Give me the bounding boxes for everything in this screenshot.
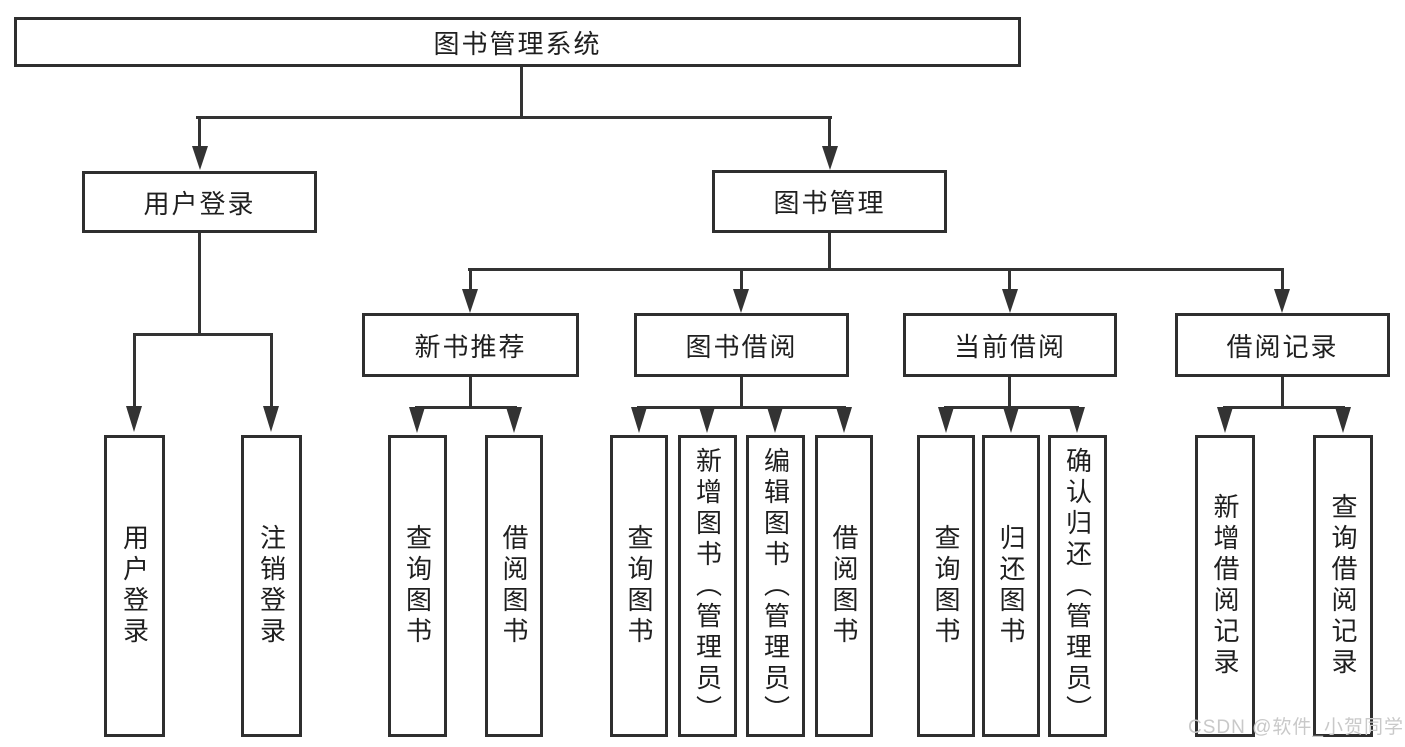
node-current-borrow: 当前借阅 [903, 313, 1117, 377]
connector-line [198, 116, 201, 148]
arrow-down-icon [733, 289, 749, 313]
connector-line [198, 232, 201, 335]
leaf-edit-book-admin: 编辑图书（管理员） [746, 435, 805, 737]
leaf-query-book: 查询图书 [610, 435, 668, 737]
leaf-label: 借阅图书 [829, 524, 859, 648]
arrow-down-icon [1335, 407, 1351, 433]
arrow-down-icon [1002, 289, 1018, 313]
arrow-down-icon [1003, 407, 1019, 433]
leaf-borrow-book: 借阅图书 [815, 435, 873, 737]
connector-line [1281, 377, 1284, 408]
connector-line [637, 406, 846, 409]
connector-line [196, 116, 832, 119]
leaf-logout: 注销登录 [241, 435, 302, 737]
arrow-down-icon [409, 407, 425, 433]
connector-line [1008, 377, 1011, 408]
connector-line [828, 232, 831, 270]
connector-line [469, 377, 472, 408]
connector-line [133, 333, 273, 336]
arrow-down-icon [192, 146, 208, 170]
leaf-add-book-admin: 新增图书（管理员） [678, 435, 737, 737]
leaf-label: 借阅图书 [499, 524, 529, 648]
leaf-label: 查询图书 [624, 524, 654, 648]
connector-line [520, 66, 523, 118]
leaf-add-borrow-record: 新增借阅记录 [1195, 435, 1255, 737]
connector-line [133, 333, 136, 407]
leaf-label: 新增借阅记录 [1210, 493, 1240, 679]
node-new-book-recommend: 新书推荐 [362, 313, 579, 377]
csdn-watermark: CSDN @软件_小贺同学 [1188, 717, 1404, 738]
arrow-down-icon [1069, 407, 1085, 433]
leaf-query-book: 查询图书 [917, 435, 975, 737]
arrow-down-icon [1274, 289, 1290, 313]
connector-line [1281, 268, 1284, 291]
connector-line [415, 406, 517, 409]
arrow-down-icon [631, 407, 647, 433]
connector-line [1008, 268, 1011, 291]
leaf-label: 查询借阅记录 [1328, 493, 1358, 679]
connector-line [270, 333, 273, 407]
connector-line [740, 377, 743, 408]
arrow-down-icon [1217, 407, 1233, 433]
leaf-label: 确认归还（管理员） [1062, 446, 1093, 726]
arrow-down-icon [767, 407, 783, 433]
leaf-label: 新增图书（管理员） [692, 446, 723, 726]
leaf-user-login: 用户登录 [104, 435, 165, 737]
connector-line [469, 268, 472, 291]
leaf-label: 查询图书 [931, 524, 961, 648]
arrow-down-icon [699, 407, 715, 433]
node-user-login: 用户登录 [82, 171, 317, 233]
arrow-down-icon [822, 146, 838, 170]
node-book-borrow: 图书借阅 [634, 313, 849, 377]
node-borrow-records: 借阅记录 [1175, 313, 1390, 377]
leaf-query-book: 查询图书 [388, 435, 447, 737]
connector-line [740, 268, 743, 291]
node-library-management-system: 图书管理系统 [14, 17, 1021, 67]
leaf-confirm-return-admin: 确认归还（管理员） [1048, 435, 1107, 737]
connector-line [828, 116, 831, 148]
leaf-return-book: 归还图书 [982, 435, 1040, 737]
arrow-down-icon [126, 406, 142, 432]
leaf-label: 编辑图书（管理员） [760, 446, 791, 726]
arrow-down-icon [462, 289, 478, 313]
arrow-down-icon [506, 407, 522, 433]
connector-line [468, 268, 1284, 271]
leaf-label: 用户登录 [119, 524, 150, 648]
leaf-label: 注销登录 [256, 524, 287, 648]
leaf-label: 查询图书 [402, 524, 433, 648]
node-book-management: 图书管理 [712, 170, 947, 233]
arrow-down-icon [836, 407, 852, 433]
connector-line [1223, 406, 1345, 409]
leaf-label: 归还图书 [996, 524, 1026, 648]
arrow-down-icon [938, 407, 954, 433]
leaf-query-borrow-record: 查询借阅记录 [1313, 435, 1373, 737]
arrow-down-icon [263, 406, 279, 432]
leaf-borrow-book: 借阅图书 [485, 435, 543, 737]
